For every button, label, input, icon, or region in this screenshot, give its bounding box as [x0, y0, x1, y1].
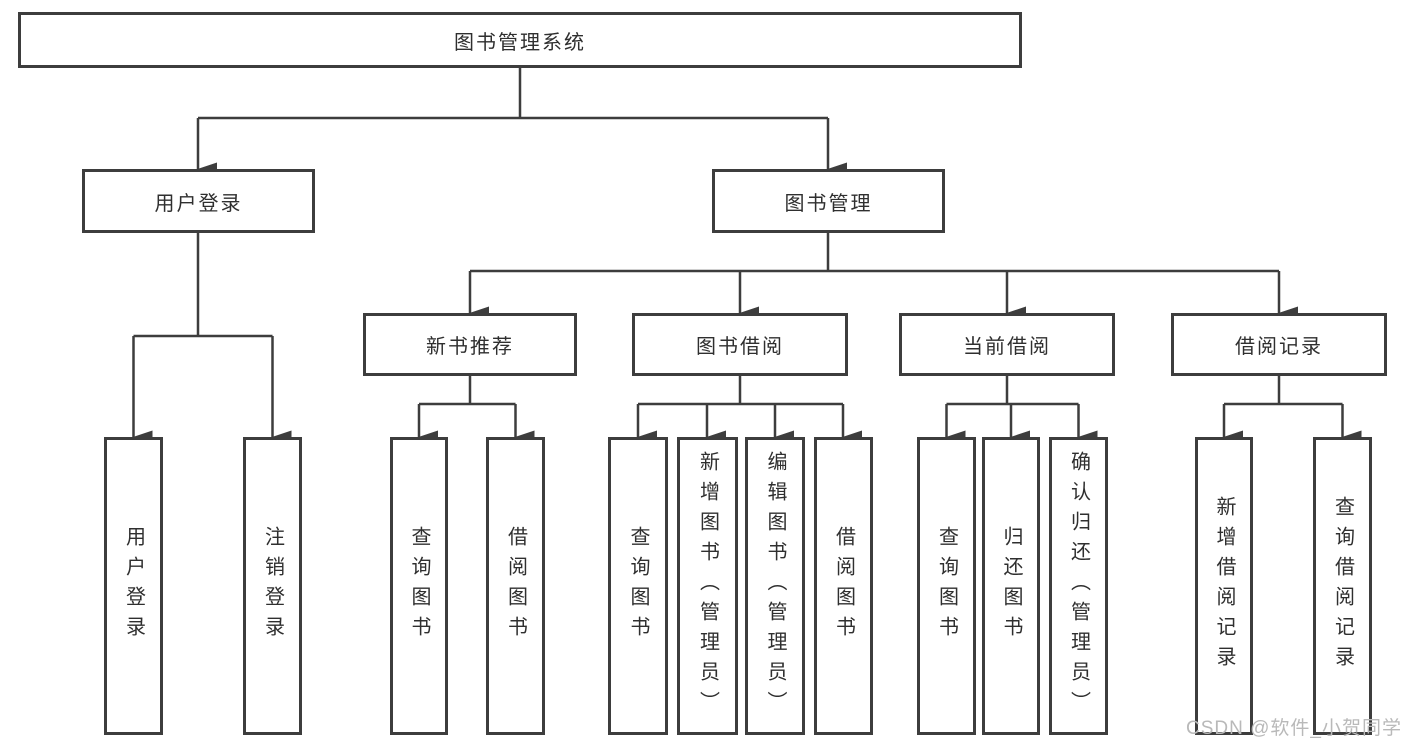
leaf-query-borrow-record: 查询借阅记录 [1313, 437, 1372, 735]
leaf-return-books: 归还图书 [982, 437, 1040, 735]
leaf-borrow-books-1-label: 借阅图书 [504, 526, 527, 646]
node-root: 图书管理系统 [18, 12, 1022, 68]
leaf-borrow-books-1: 借阅图书 [486, 437, 545, 735]
node-user-login-label: 用户登录 [154, 192, 243, 215]
leaf-query-books-1: 查询图书 [390, 437, 448, 735]
node-book-borrowing: 图书借阅 [632, 313, 848, 376]
leaf-query-books-3: 查询图书 [917, 437, 976, 735]
leaf-logout: 注销登录 [243, 437, 302, 735]
node-current-borrowing: 当前借阅 [899, 313, 1115, 376]
leaf-query-books-3-label: 查询图书 [935, 526, 958, 646]
node-borrow-records-label: 借阅记录 [1235, 336, 1323, 358]
node-current-borrowing-label: 当前借阅 [963, 336, 1051, 358]
leaf-add-borrow-record-label: 新增借阅记录 [1213, 496, 1235, 676]
leaf-edit-books-admin: 编辑图书（管理员） [745, 437, 805, 735]
leaf-user-login: 用户登录 [104, 437, 163, 735]
leaf-borrow-books-2-label: 借阅图书 [832, 526, 855, 646]
node-book-management-label: 图书管理 [784, 192, 873, 215]
node-new-book-recommend: 新书推荐 [363, 313, 577, 376]
leaf-add-borrow-record: 新增借阅记录 [1195, 437, 1253, 735]
leaf-confirm-return-admin: 确认归还（管理员） [1049, 437, 1108, 735]
leaf-borrow-books-2: 借阅图书 [814, 437, 873, 735]
node-borrow-records: 借阅记录 [1171, 313, 1387, 376]
leaf-query-books-2-label: 查询图书 [627, 526, 649, 646]
leaf-query-books-1-label: 查询图书 [408, 526, 430, 646]
node-new-book-recommend-label: 新书推荐 [426, 336, 514, 358]
node-root-label: 图书管理系统 [454, 31, 586, 54]
node-user-login: 用户登录 [82, 169, 315, 233]
leaf-edit-books-admin-label: 编辑图书（管理员） [764, 451, 786, 721]
leaf-return-books-label: 归还图书 [1000, 526, 1022, 646]
leaf-add-books-admin-label: 新增图书（管理员） [696, 451, 719, 721]
leaf-query-books-2: 查询图书 [608, 437, 668, 735]
leaf-query-borrow-record-label: 查询借阅记录 [1331, 496, 1354, 676]
leaf-user-login-label: 用户登录 [122, 526, 145, 646]
node-book-borrowing-label: 图书借阅 [696, 336, 784, 358]
leaf-logout-label: 注销登录 [261, 526, 284, 646]
leaf-add-books-admin: 新增图书（管理员） [677, 437, 738, 735]
leaf-confirm-return-admin-label: 确认归还（管理员） [1067, 451, 1090, 721]
csdn-watermark: CSDN @软件_小贺同学 [1186, 718, 1402, 739]
node-book-management: 图书管理 [712, 169, 945, 233]
